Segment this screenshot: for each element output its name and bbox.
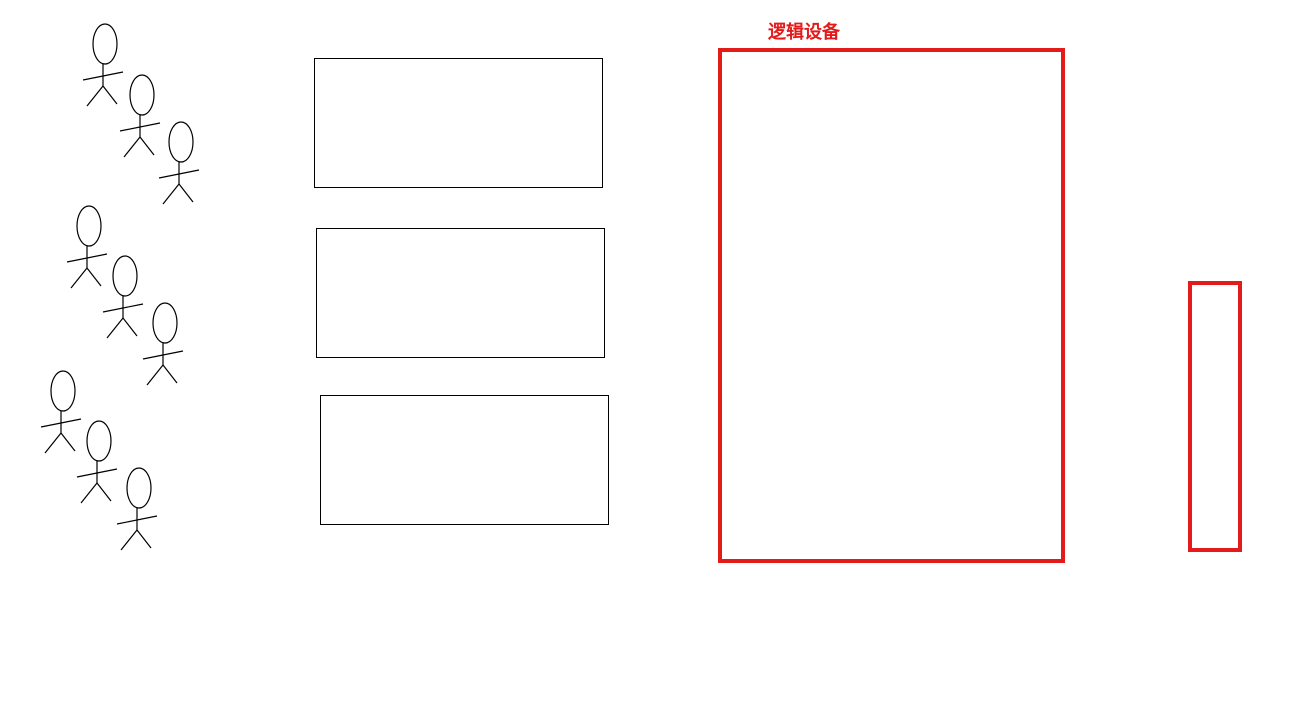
logical-device-label: 逻辑设备 xyxy=(768,21,841,43)
user-group-1 xyxy=(82,23,200,205)
user-group-2 xyxy=(66,205,184,386)
logical-device-box xyxy=(718,48,1065,563)
person-icon xyxy=(142,302,184,386)
person-icon xyxy=(82,23,124,107)
person-icon xyxy=(116,467,158,551)
component-box-1 xyxy=(314,58,603,188)
component-box-3 xyxy=(320,395,609,525)
person-icon xyxy=(158,121,200,205)
person-icon xyxy=(119,74,161,158)
user-group-3 xyxy=(40,370,158,551)
person-icon xyxy=(66,205,108,289)
person-icon xyxy=(76,420,118,504)
component-box-2 xyxy=(316,228,605,358)
side-device-box xyxy=(1188,281,1242,552)
person-icon xyxy=(40,370,82,454)
person-icon xyxy=(102,255,144,339)
